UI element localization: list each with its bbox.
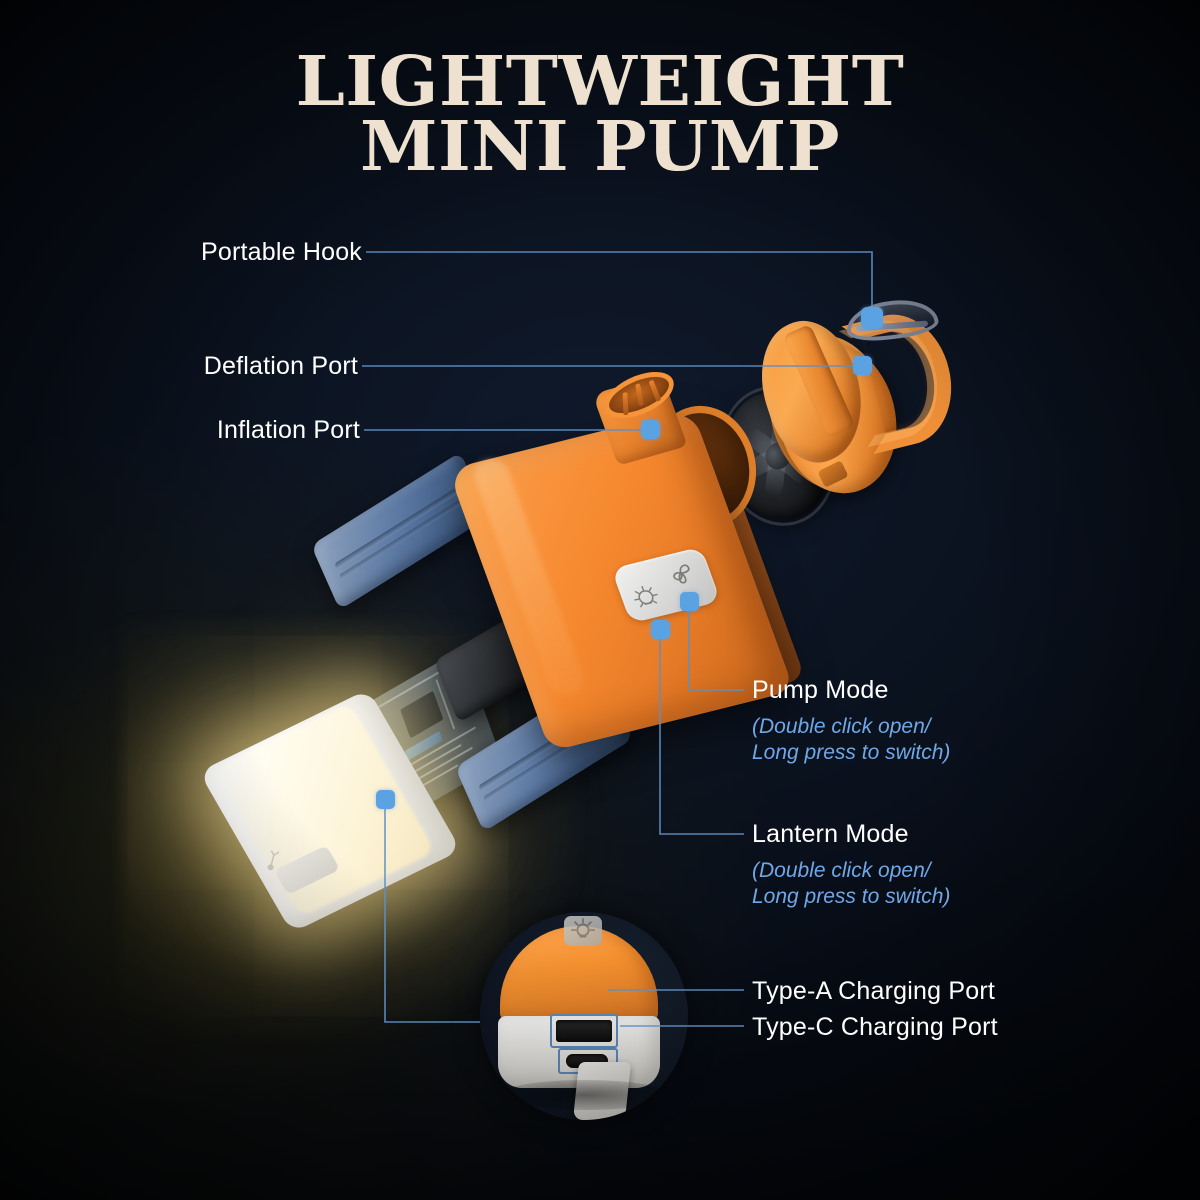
marker-deflation-port (853, 356, 872, 375)
marker-pcb (376, 790, 395, 809)
label-portable-hook: Portable Hook (200, 238, 362, 266)
note-pump-mode-line1: (Double click open/ (752, 715, 931, 738)
title-line-1: LIGHTWEIGHT (295, 42, 905, 122)
label-type-c-charging-port: Type-C Charging Port (752, 1013, 998, 1041)
label-deflation-port: Deflation Port (203, 352, 358, 380)
page-title: LIGHTWEIGHT MINI PUMP (0, 42, 1200, 187)
marker-pump-mode (680, 592, 699, 611)
note-lantern-mode-line2: Long press to switch) (752, 884, 951, 908)
note-lantern-mode-line1: (Double click open/ (752, 859, 931, 882)
marker-inflation-port (641, 420, 660, 439)
marker-portable-hook (861, 307, 883, 329)
label-inflation-port: Inflation Port (216, 416, 360, 444)
label-pump-mode: Pump Mode (752, 676, 889, 704)
label-lantern-mode: Lantern Mode (752, 820, 909, 848)
note-pump-mode: (Double click open/ Long press to switch… (752, 714, 950, 765)
note-pump-mode-line2: Long press to switch) (752, 740, 951, 764)
title-line-2: MINI PUMP (359, 106, 841, 187)
label-type-a-charging-port: Type-A Charging Port (752, 977, 996, 1005)
marker-lantern-mode (651, 620, 670, 639)
note-lantern-mode: (Double click open/ Long press to switch… (752, 858, 950, 909)
